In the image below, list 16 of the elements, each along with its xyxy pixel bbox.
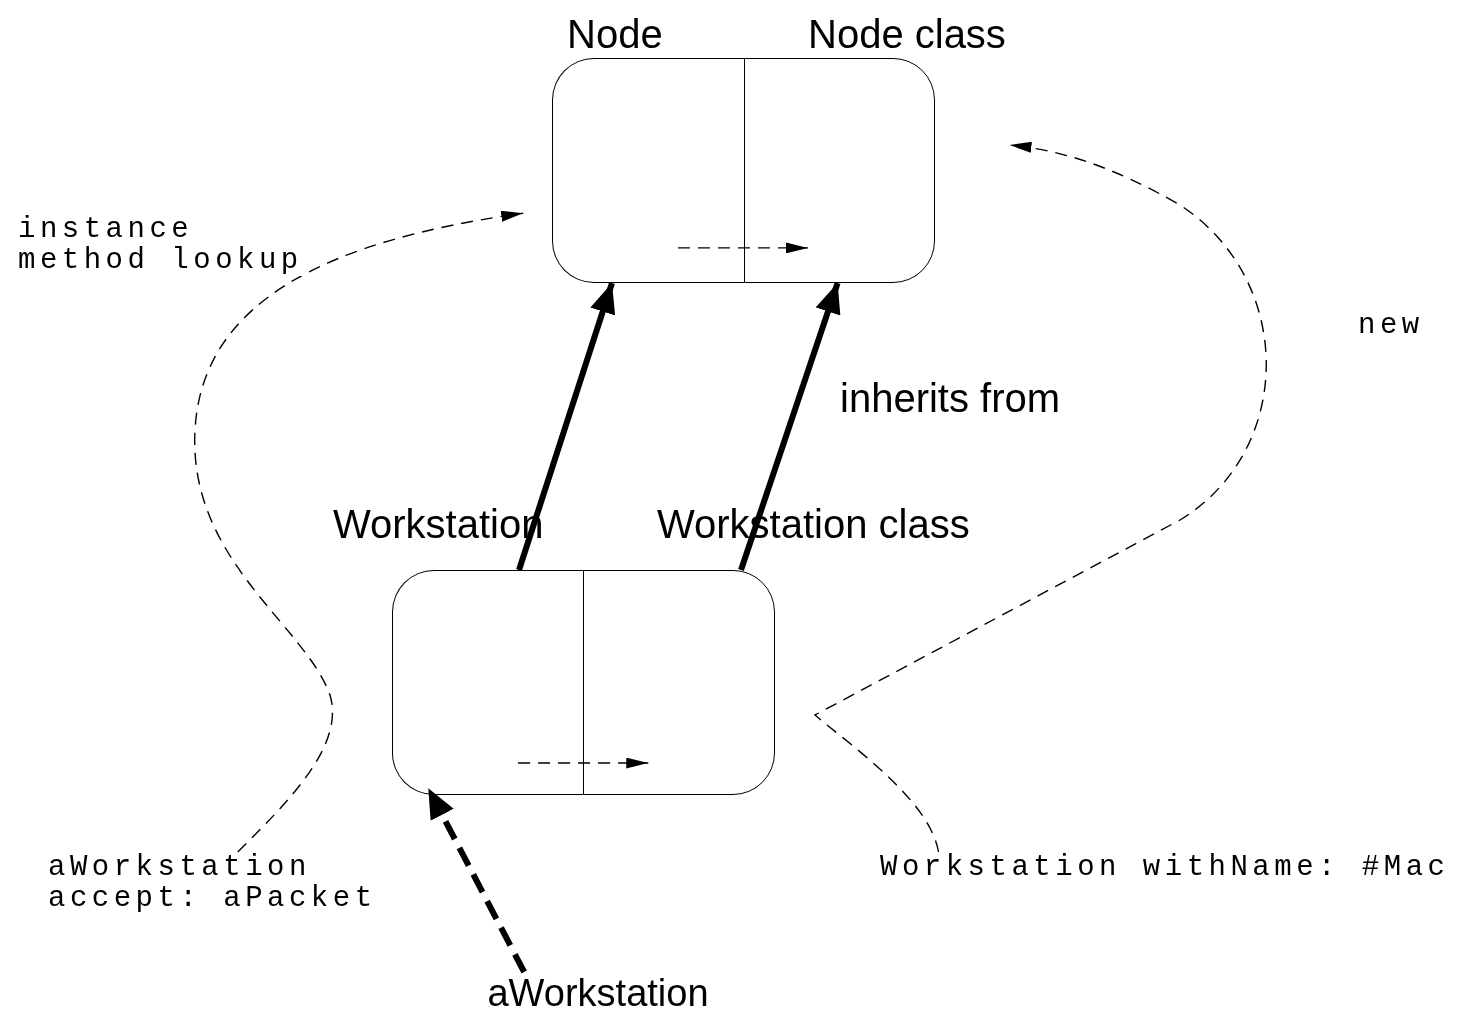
- arrow: [738, 282, 841, 571]
- box-heading: Node class: [808, 12, 1006, 56]
- arrow: [677, 242, 809, 254]
- arrow: [814, 142, 1267, 853]
- object-box: [744, 58, 935, 283]
- code-text: Workstation withName: #Mac: [880, 852, 1465, 883]
- object-box: [392, 570, 583, 795]
- arrow: [516, 282, 616, 571]
- box-heading: Node: [567, 12, 663, 56]
- arrow: [425, 786, 527, 974]
- arrow: [517, 757, 649, 769]
- object-label: aWorkstation: [456, 972, 740, 1012]
- object-box: [552, 58, 744, 283]
- arrow: [194, 211, 524, 853]
- code-text: aWorkstation accept: aPacket: [48, 852, 393, 914]
- object-box: [583, 570, 775, 795]
